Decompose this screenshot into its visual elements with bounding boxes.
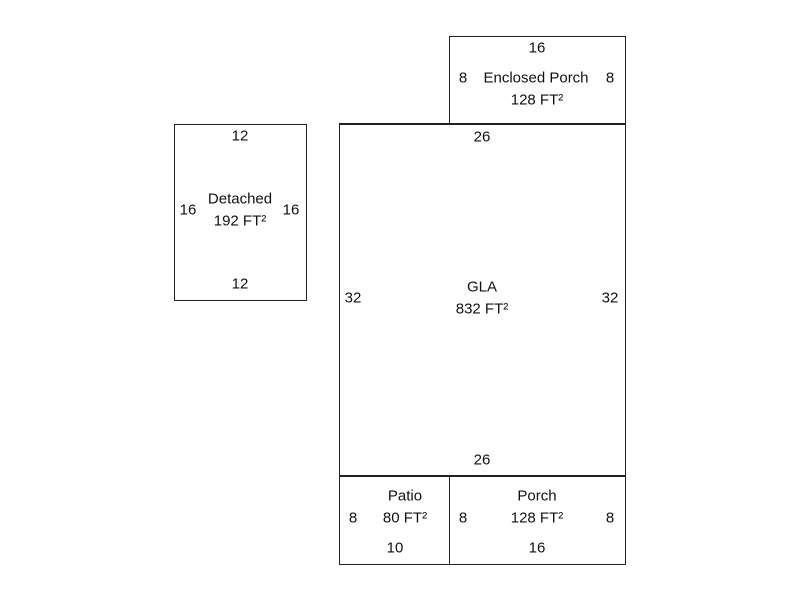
detached-bottom-dim: 12: [231, 275, 249, 293]
gla-bottom-dim: 26: [473, 451, 491, 469]
detached-top-dim: 12: [231, 127, 249, 145]
gla-left-dim: 32: [344, 289, 362, 307]
porch-right-dim: 8: [605, 509, 615, 527]
patio-area: 80 FT²: [382, 509, 428, 527]
enclosed-porch-left-dim: 8: [458, 69, 468, 87]
patio-name: Patio: [387, 487, 423, 505]
room-detached: [174, 124, 307, 301]
porch-area: 128 FT²: [510, 509, 564, 527]
porch-name: Porch: [517, 487, 557, 505]
gla-name: GLA: [466, 278, 498, 296]
room-porch: [449, 476, 626, 565]
detached-right-dim: 16: [282, 201, 300, 219]
enclosed-porch-right-dim: 8: [605, 69, 615, 87]
porch-bottom-dim: 16: [528, 539, 546, 557]
gla-right-dim: 32: [601, 289, 619, 307]
enclosed-porch-top-dim: 16: [528, 39, 546, 57]
detached-left-dim: 16: [179, 201, 197, 219]
patio-bottom-dim: 10: [386, 539, 404, 557]
detached-area: 192 FT²: [213, 212, 267, 230]
detached-name: Detached: [207, 190, 273, 208]
porch-left-dim: 8: [458, 509, 468, 527]
gla-top-dim: 26: [473, 128, 491, 146]
patio-left-dim: 8: [348, 509, 358, 527]
enclosed-porch-area: 128 FT²: [510, 91, 564, 109]
enclosed-porch-name: Enclosed Porch: [483, 69, 589, 87]
gla-area: 832 FT²: [455, 300, 509, 318]
